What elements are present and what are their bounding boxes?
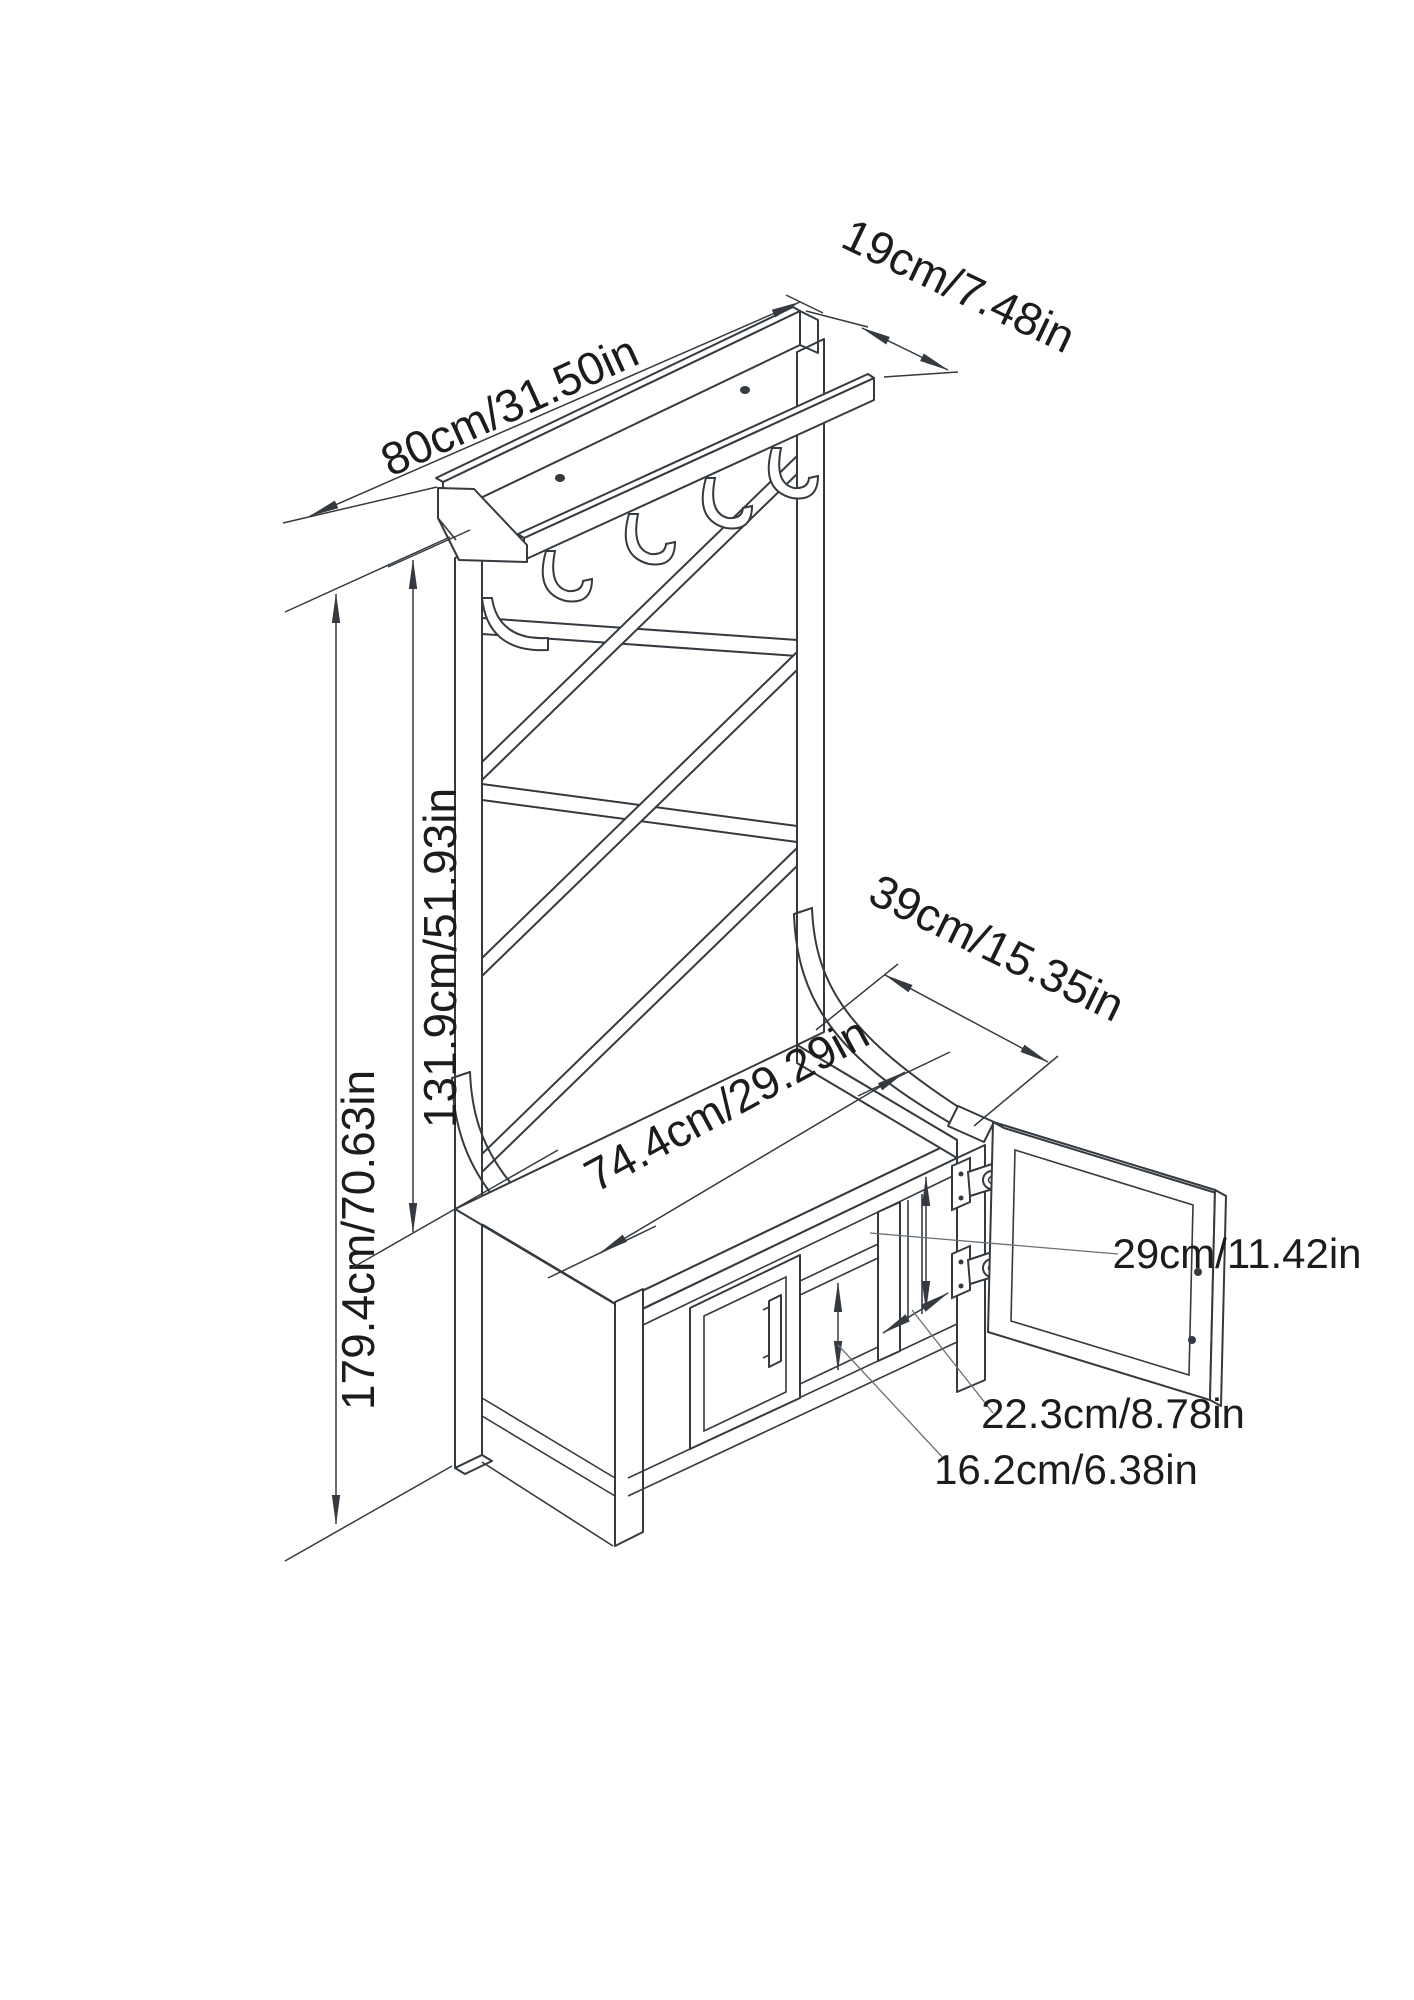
hook-icon bbox=[624, 513, 676, 566]
open-door bbox=[987, 1121, 1227, 1407]
opening-height-label: 22.3cm/8.78in bbox=[981, 1390, 1245, 1437]
door-height-label: 29cm/11.42in bbox=[1112, 1230, 1361, 1277]
closed-door bbox=[689, 1254, 801, 1450]
upper-section-height-label: 131.9cm/51.93in bbox=[414, 788, 466, 1128]
dimension-shelf-gap: 16.2cm/6.38in bbox=[833, 1282, 1198, 1493]
dimension-shelf-depth: 19cm/7.48in bbox=[805, 208, 1084, 378]
front-left-leg bbox=[614, 1288, 644, 1547]
dimension-door-height: 29cm/11.42in bbox=[869, 1176, 1362, 1311]
cabinet-base bbox=[481, 1121, 1227, 1547]
door-handle bbox=[762, 1294, 782, 1368]
dimension-total-height: 179.4cm/70.63in bbox=[284, 536, 453, 1562]
hook-icon bbox=[541, 550, 593, 603]
back-lattice-panel bbox=[481, 455, 798, 1173]
dimension-upper-section-height: 131.9cm/51.93in bbox=[351, 529, 559, 1269]
interior-shelf bbox=[799, 1257, 879, 1296]
dimension-opening-height: 22.3cm/8.78in bbox=[882, 1292, 1245, 1437]
dimension-shelf-width: 80cm/31.50in bbox=[282, 294, 824, 524]
hook-icon bbox=[701, 477, 753, 530]
bench-depth-label: 39cm/15.35in bbox=[861, 864, 1132, 1032]
shelf-depth-label: 19cm/7.48in bbox=[835, 208, 1084, 363]
right-back-post bbox=[796, 338, 825, 1046]
shelf-gap-label: 16.2cm/6.38in bbox=[934, 1446, 1198, 1493]
total-height-label: 179.4cm/70.63in bbox=[332, 1070, 384, 1410]
center-divider bbox=[877, 1201, 901, 1362]
